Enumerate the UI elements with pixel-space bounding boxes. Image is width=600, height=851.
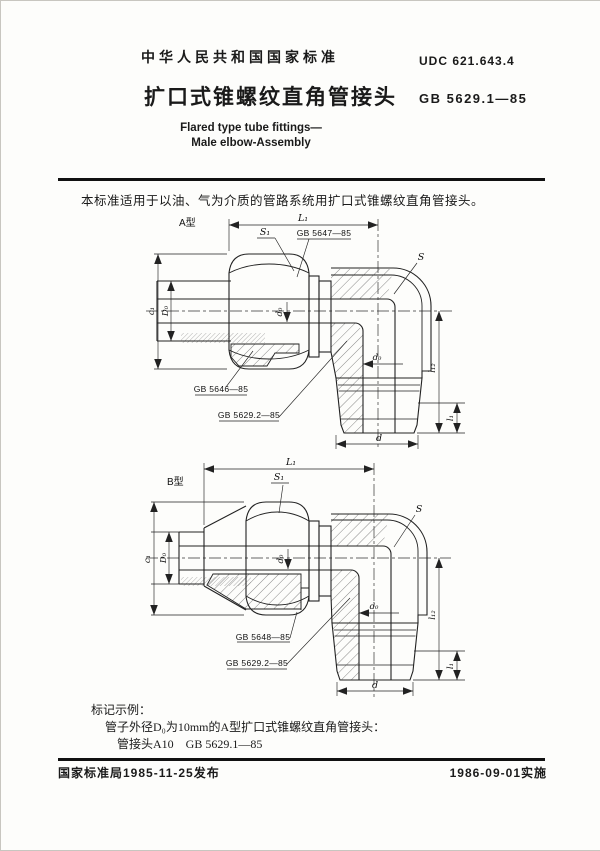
dim-c1-b: c₁: [143, 555, 153, 563]
footer-rule: [58, 758, 545, 761]
title-english-line2: Male elbow-Assembly: [191, 137, 311, 149]
dimension-lines-b: [150, 463, 465, 696]
dim-D0-b: D₀: [159, 552, 169, 564]
centerlines-a: [146, 219, 453, 449]
fitting-outline-a: [156, 253, 432, 434]
drawing-a-type-elbow: A型 L₁ S₁ GB 5647—85 S c₁ D₀ d₀ d₀ l₁₂ l₁…: [146, 213, 465, 449]
page-title: 扩口式锥螺纹直角管接头: [144, 86, 397, 109]
title-english-line1: Flared type tube fittings—: [180, 122, 322, 134]
ref-body-b: GB 5629.2—85: [226, 658, 288, 668]
scope-statement: 本标准适用于以油、气为介质的管路系统用扩口式锥螺纹直角管接头。: [81, 194, 485, 208]
variant-label-b: B型: [167, 475, 184, 488]
dim-L1-a: L₁: [297, 213, 308, 224]
dim-l1-b: l₁: [446, 663, 456, 669]
dim-l1-a: l₁: [446, 415, 456, 421]
footer-issued-date: 国家标准局1985-11-25发布: [58, 766, 220, 780]
dim-D0-a: D₀: [161, 305, 171, 317]
variant-label-a: A型: [179, 216, 196, 229]
footer-effective-date: 1986-09-01实施: [449, 766, 547, 780]
dim-S1-b: S₁: [274, 472, 284, 483]
standard-number: GB 5629.1—85: [419, 91, 528, 106]
ref-body-a: GB 5629.2—85: [218, 410, 280, 420]
title-english: Flared type tube fittings— Male elbow-As…: [131, 121, 371, 151]
ref-sleeve-a: GB 5646—85: [194, 384, 249, 394]
marking-line1: 管子外径D₀为10mm的A型扩口式锥螺纹直角管接头：: [105, 720, 386, 734]
dim-L1-b: L₁: [285, 457, 296, 468]
dim-d0-tube-a: d₀: [275, 307, 285, 316]
national-standard-heading: 中华人民共和国国家标准: [141, 49, 339, 65]
centerlines-b: [146, 463, 451, 697]
dim-S-a: S: [418, 252, 425, 263]
header-rule: [58, 178, 545, 181]
dim-d0-bore-a: d₀: [373, 353, 382, 363]
dim-d0-bore-b: d₀: [370, 602, 379, 612]
dim-S1-a: S₁: [260, 227, 270, 238]
dim-c1-a: c₁: [147, 307, 157, 315]
drawing-b-type-elbow: B型 L₁ S₁ S c₁ D₀ d₀ d₀ l₁₂ l₁ d GB 5648—…: [143, 457, 465, 697]
dim-l12-b: l₁₂: [428, 610, 438, 620]
dim-d0-tube-b: d₀: [276, 554, 286, 563]
marking-line2: 管接头A10 GB 5629.1—85: [117, 737, 263, 751]
marking-example: 标记示例： 管子外径D₀为10mm的A型扩口式锥螺纹直角管接头： 管接头A10 …: [91, 702, 385, 753]
ref-nut-a: GB 5647—85: [297, 228, 352, 238]
dim-S-b: S: [416, 504, 423, 515]
ref-sleeve-b: GB 5648—85: [236, 632, 291, 642]
dim-d-a: d: [376, 433, 382, 444]
fitting-outline-b: [178, 501, 428, 681]
udc-number: UDC 621.643.4: [419, 54, 515, 68]
dim-d-b: d: [372, 680, 378, 691]
dimension-lines-a: [154, 219, 465, 449]
section-hatching-b: [181, 514, 389, 680]
marking-heading: 标记示例：: [91, 703, 152, 717]
dim-l12-a: l₁₂: [428, 363, 438, 373]
